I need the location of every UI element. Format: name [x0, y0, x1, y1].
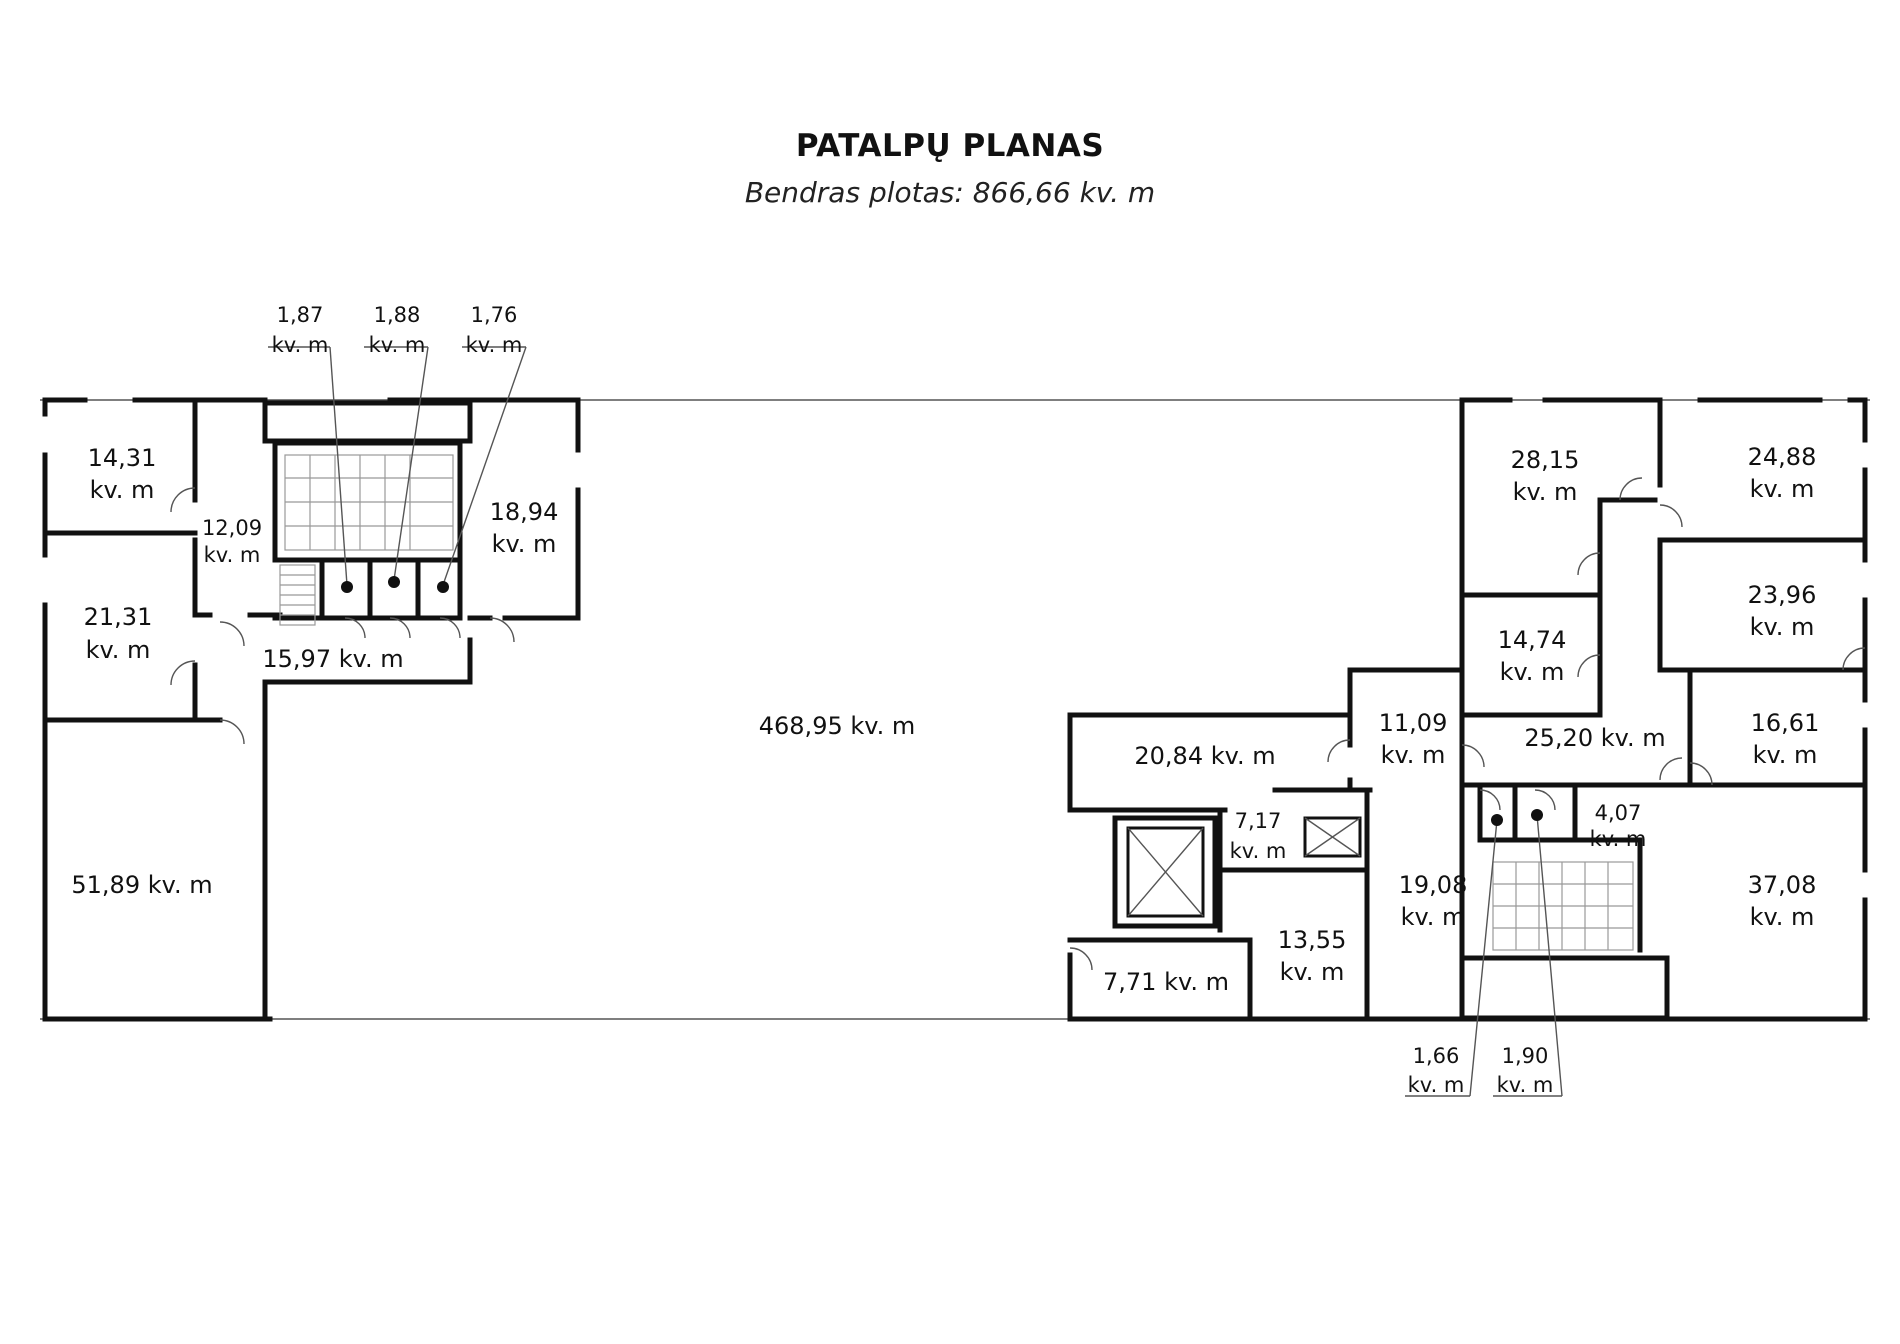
- callout-dots: [341, 576, 1543, 826]
- room-area-16-61: 16,61: [1751, 709, 1820, 737]
- room-unit-7-17: kv. m: [1230, 839, 1287, 863]
- room-area-19-08: 19,08: [1399, 871, 1468, 899]
- room-unit-37-08: kv. m: [1750, 903, 1815, 931]
- callout-lines: [268, 346, 1563, 1097]
- room-area-7-17: 7,17: [1235, 809, 1282, 833]
- stair-left: [279, 454, 454, 626]
- callout-unit-1-90: kv. m: [1497, 1073, 1554, 1097]
- room-area-37-08: 37,08: [1748, 871, 1817, 899]
- room-area-11-09: 11,09: [1379, 709, 1448, 737]
- page-title: PATALPŲ PLANAS: [795, 128, 1105, 164]
- room-unit-24-88: kv. m: [1750, 475, 1815, 503]
- room-area-7-71: 7,71 kv. m: [1103, 968, 1229, 996]
- stair-right: [1492, 861, 1634, 951]
- doors-left: [170, 487, 515, 745]
- room-unit-14-31: kv. m: [90, 476, 155, 504]
- room-unit-21-31: kv. m: [86, 636, 151, 664]
- room-area-23-96: 23,96: [1748, 581, 1817, 609]
- room-area-14-74: 14,74: [1498, 626, 1567, 654]
- callout-unit-1-88: kv. m: [369, 333, 426, 357]
- room-area-28-15: 28,15: [1511, 446, 1580, 474]
- room-area-24-88: 24,88: [1748, 443, 1817, 471]
- room-area-25-20: 25,20 kv. m: [1524, 724, 1665, 752]
- room-area-15-97: 15,97 kv. m: [262, 645, 403, 673]
- room-unit-12-09: kv. m: [204, 543, 261, 567]
- callout-unit-1-76: kv. m: [466, 333, 523, 357]
- room-unit-16-61: kv. m: [1753, 741, 1818, 769]
- room-area-20-84: 20,84 kv. m: [1134, 742, 1275, 770]
- room-area-468-95: 468,95 kv. m: [759, 712, 915, 740]
- doors-right: [1069, 477, 1866, 971]
- callout-label-1-66: 1,66: [1413, 1044, 1460, 1068]
- callout-label-1-87: 1,87: [277, 303, 324, 327]
- room-area-13-55: 13,55: [1278, 926, 1347, 954]
- elevator-shaft: [1112, 815, 1218, 929]
- room-area-51-89: 51,89 kv. m: [71, 871, 212, 899]
- room-unit-28-15: kv. m: [1513, 478, 1578, 506]
- room-unit-23-96: kv. m: [1750, 613, 1815, 641]
- page-subtitle: Bendras plotas: 866,66 kv. m: [744, 176, 1156, 209]
- room-area-21-31: 21,31: [84, 603, 153, 631]
- room-unit-4-07: kv. m: [1590, 827, 1647, 851]
- room-unit-13-55: kv. m: [1280, 958, 1345, 986]
- callout-unit-1-87: kv. m: [272, 333, 329, 357]
- shaft-box: [1303, 816, 1362, 858]
- callout-label-1-76: 1,76: [471, 303, 518, 327]
- callout-label-1-88: 1,88: [374, 303, 421, 327]
- room-area-14-31: 14,31: [88, 444, 157, 472]
- room-area-4-07: 4,07: [1595, 801, 1642, 825]
- left-wing-walls: [42, 397, 581, 1022]
- room-area-12-09: 12,09: [202, 516, 262, 540]
- room-area-18-94: 18,94: [490, 498, 559, 526]
- room-unit-14-74: kv. m: [1500, 658, 1565, 686]
- callout-label-1-90: 1,90: [1502, 1044, 1549, 1068]
- room-unit-18-94: kv. m: [492, 530, 557, 558]
- callout-unit-1-66: kv. m: [1408, 1073, 1465, 1097]
- room-unit-19-08: kv. m: [1401, 903, 1466, 931]
- right-wing-walls: [1067, 397, 1868, 1022]
- room-unit-11-09: kv. m: [1381, 741, 1446, 769]
